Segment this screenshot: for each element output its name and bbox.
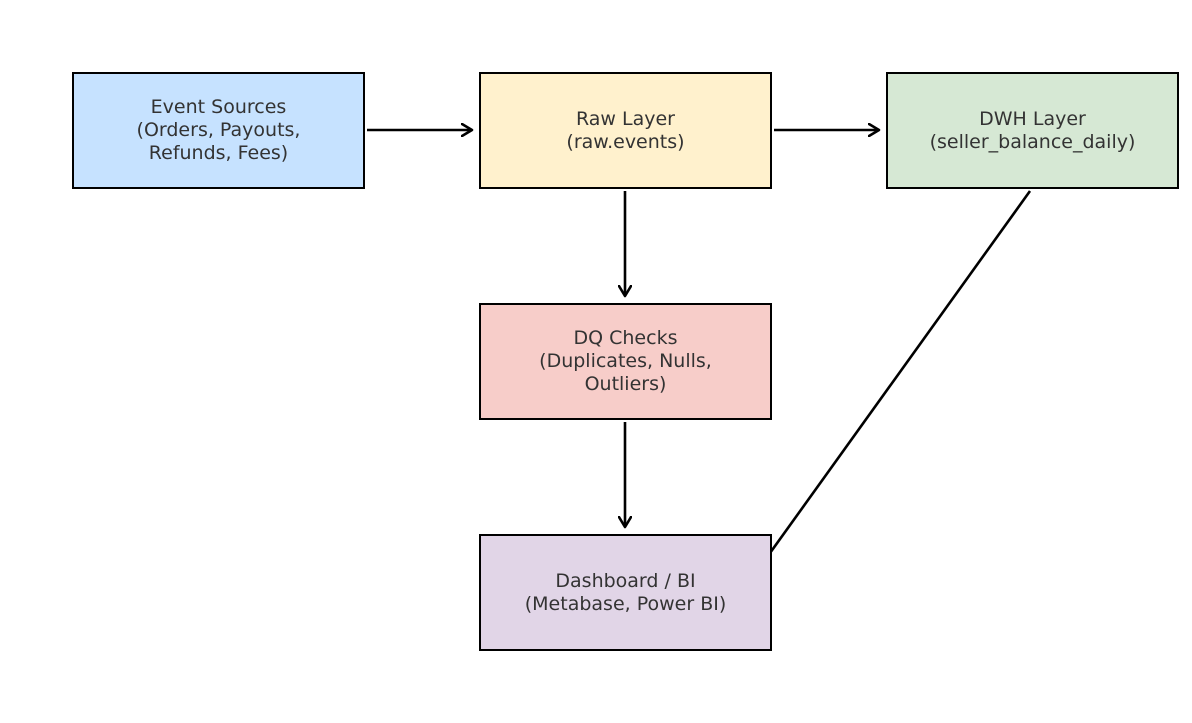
node-raw-layer: Raw Layer (raw.events) (479, 72, 772, 189)
node-dwh-layer-detail: (seller_balance_daily) (929, 130, 1136, 153)
node-dq-checks-detail-2: Outliers) (584, 373, 667, 395)
node-dashboard-title: Dashboard / BI (555, 569, 696, 592)
node-dwh-layer-title: DWH Layer (979, 107, 1086, 130)
node-dashboard-detail: (Metabase, Power BI) (524, 592, 727, 615)
edge-dwh-to-dashboard (747, 190, 1032, 585)
node-raw-layer-title: Raw Layer (576, 107, 675, 130)
node-dq-checks-title: DQ Checks (573, 327, 678, 349)
node-event-sources-detail-2: Refunds, Fees) (148, 142, 289, 164)
node-dashboard: Dashboard / BI (Metabase, Power BI) (479, 534, 772, 651)
node-dq-checks: DQ Checks (Duplicates, Nulls, Outliers) (479, 303, 772, 420)
node-event-sources: Event Sources (Orders, Payouts, Refunds,… (72, 72, 365, 189)
node-raw-layer-detail: (raw.events) (566, 130, 685, 153)
node-dq-checks-detail-1: (Duplicates, Nulls, (539, 350, 712, 372)
node-event-sources-detail-1: (Orders, Payouts, (136, 119, 301, 141)
node-event-sources-title: Event Sources (150, 96, 287, 118)
node-dwh-layer: DWH Layer (seller_balance_daily) (886, 72, 1179, 189)
